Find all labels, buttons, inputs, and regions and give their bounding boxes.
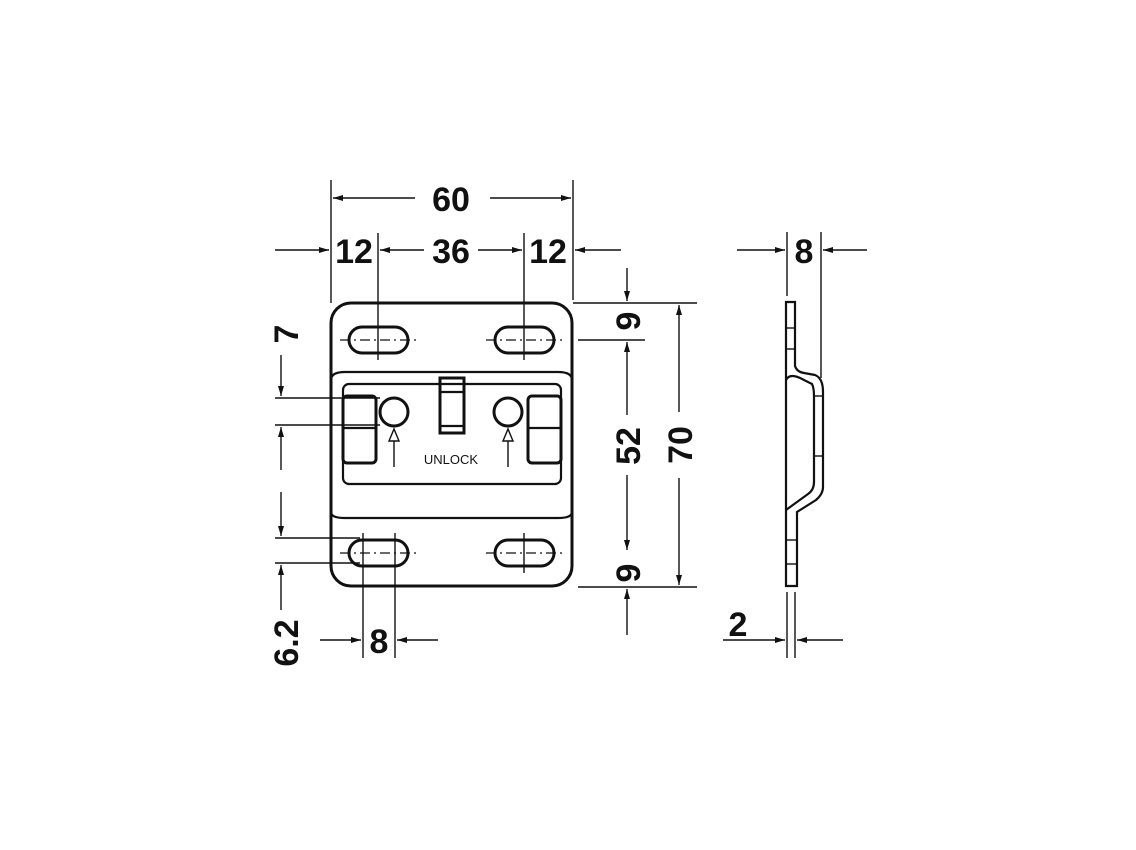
- unlock-circle-right: [492, 396, 524, 428]
- dim-thickness: 2: [729, 606, 748, 644]
- dim-left-edge-to-slot: 12: [335, 233, 373, 271]
- dim-slot-height: 6.2: [268, 619, 306, 666]
- front-view: UNLOCK: [329, 301, 574, 588]
- bottom-dimensions: 8: [320, 533, 438, 661]
- dim-bottom-slot-to-edge: 9: [610, 564, 648, 583]
- dim-overall-height: 70: [662, 426, 700, 464]
- unlock-circle-left: [378, 396, 410, 428]
- dim-right-slot-to-edge: 12: [529, 233, 567, 271]
- dim-slot-width: 8: [370, 623, 389, 661]
- dim-depth: 8: [795, 233, 814, 271]
- hook-right: [526, 394, 563, 465]
- side-view: 8 2: [723, 232, 867, 658]
- plate-outline: [329, 301, 574, 588]
- left-dimensions: 7 6.2: [268, 325, 380, 667]
- unlock-arrow-icon-right: [501, 427, 515, 467]
- unlock-label: UNLOCK: [424, 452, 479, 467]
- dim-overall-width: 60: [432, 181, 470, 219]
- dim-top-to-slot: 9: [610, 312, 648, 331]
- top-dimensions: 60 12 36 12: [275, 180, 621, 320]
- dim-slot-vertical-spacing: 52: [610, 427, 648, 465]
- side-profile: [784, 300, 825, 588]
- right-dimensions: 9 52 9 70: [573, 268, 700, 635]
- dim-slot-spacing: 36: [432, 233, 470, 271]
- hook-left: [341, 394, 378, 465]
- center-latch: [438, 376, 466, 435]
- slot-bottom-left: [347, 538, 410, 568]
- dim-hook-height: 7: [268, 325, 306, 344]
- unlock-arrow-icon-left: [387, 427, 401, 467]
- raised-panel: [329, 370, 574, 520]
